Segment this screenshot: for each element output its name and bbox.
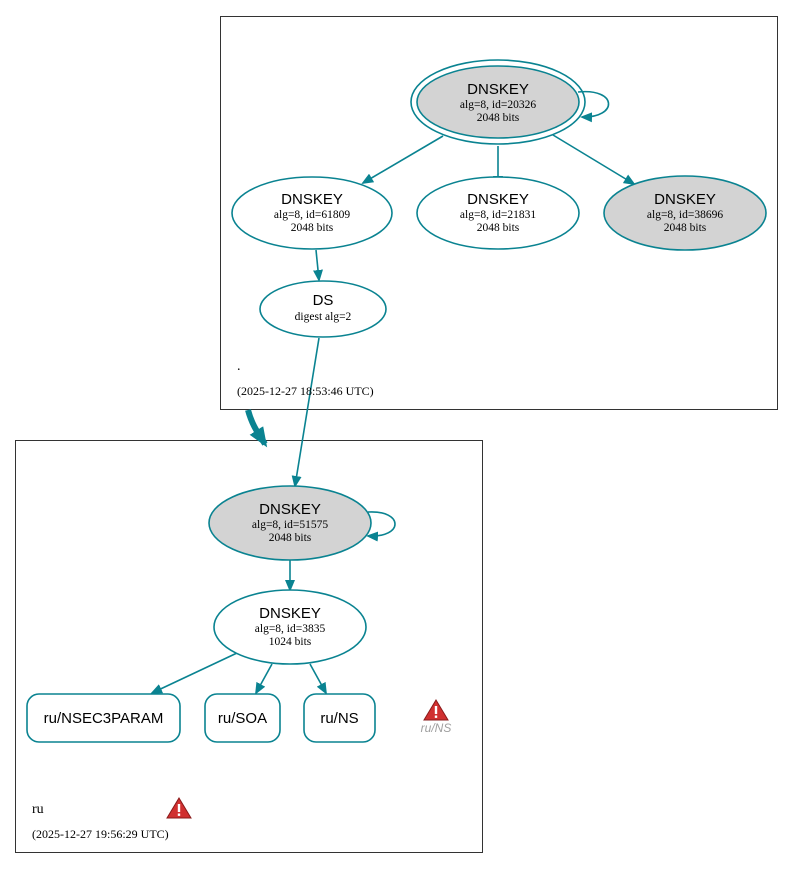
node-title: DNSKEY [281, 191, 343, 208]
zone-root-box [220, 16, 778, 410]
rrset-label: ru/NSEC3PARAM [44, 710, 164, 727]
node-title: DNSKEY [259, 605, 321, 622]
node-title: DNSKEY [467, 191, 529, 208]
edge-ru-zsk-soa [255, 663, 273, 695]
edge-root-ksk-ksk2 [552, 134, 636, 186]
rrset-label: ru/SOA [218, 710, 267, 727]
zone-ru-name: ru [32, 802, 44, 817]
edge-ru-zsk-nsec3param [150, 652, 238, 694]
node-line2: 2048 bits [477, 222, 520, 234]
node-line1: alg=8, id=3835 [255, 623, 326, 635]
node-line1: alg=8, id=51575 [252, 519, 328, 531]
node-title: DNSKEY [259, 501, 321, 518]
warning-ns: ru/NS [421, 699, 452, 735]
warning-label: ru/NS [421, 721, 452, 735]
zone-root-timestamp: (2025-12-27 18:53:46 UTC) [237, 384, 374, 398]
node-line1: digest alg=2 [295, 311, 352, 323]
edge-root-ksk-zsk1 [361, 135, 444, 185]
edge-ru-zsk-ns [309, 663, 327, 695]
zone-ru-box [15, 440, 483, 853]
rrset-label: ru/NS [320, 710, 358, 727]
node-line1: alg=8, id=38696 [647, 209, 723, 221]
node-root-ksk: DNSKEY alg=8, id=20326 2048 bits [410, 59, 586, 145]
node-ru-ksk: DNSKEY alg=8, id=51575 2048 bits [208, 485, 372, 561]
node-title: DNSKEY [654, 191, 716, 208]
node-ru-ds: DS digest alg=2 [259, 280, 387, 338]
node-root-ksk2: DNSKEY alg=8, id=38696 2048 bits [603, 175, 767, 251]
node-line2: 2048 bits [291, 222, 334, 234]
warning-zone [166, 797, 192, 819]
warning-icon [166, 797, 192, 819]
node-root-zsk1: DNSKEY alg=8, id=61809 2048 bits [231, 176, 393, 250]
node-line1: alg=8, id=61809 [274, 209, 350, 221]
node-line2: 2048 bits [664, 222, 707, 234]
node-line2: 2048 bits [269, 532, 312, 544]
node-root-zsk2: DNSKEY alg=8, id=21831 2048 bits [416, 176, 580, 250]
node-line2: 2048 bits [477, 112, 520, 124]
rrset-soa: ru/SOA [204, 693, 281, 743]
node-line2: 1024 bits [269, 636, 312, 648]
edges [150, 90, 636, 695]
node-line1: alg=8, id=21831 [460, 209, 536, 221]
edge-zsk1-ds [313, 249, 323, 282]
warning-icon [423, 699, 449, 721]
node-line1: alg=8, id=20326 [460, 99, 536, 111]
node-title: DNSKEY [467, 81, 529, 98]
node-title: DS [313, 292, 334, 309]
rrset-ns: ru/NS [303, 693, 376, 743]
edge-ru-ksk-self [366, 511, 396, 542]
zone-root-name: . [237, 359, 241, 374]
zone-ru-timestamp: (2025-12-27 19:56:29 UTC) [32, 827, 169, 841]
edge-zone-delegation [245, 409, 268, 448]
rrset-nsec3param: ru/NSEC3PARAM [26, 693, 181, 743]
node-ru-zsk: DNSKEY alg=8, id=3835 1024 bits [213, 589, 367, 665]
edge-ds-ru-ksk [291, 337, 320, 488]
edge-root-ksk-self [577, 90, 610, 123]
